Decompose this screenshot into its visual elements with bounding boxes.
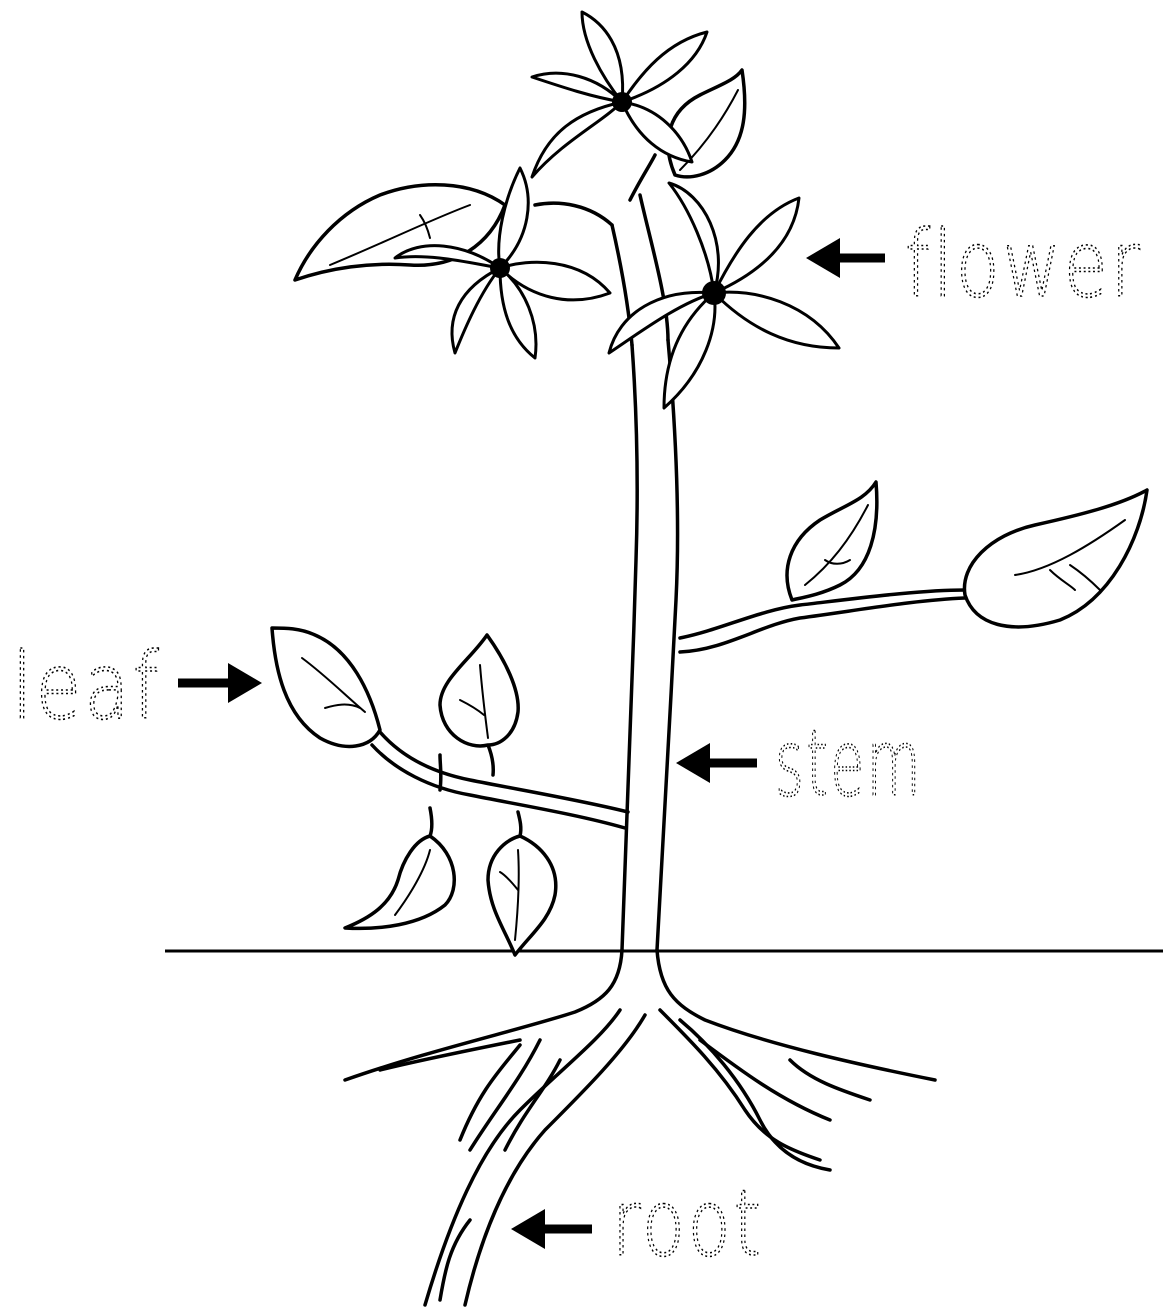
arrow-flower bbox=[806, 238, 885, 278]
label-root: root bbox=[612, 1170, 764, 1277]
arrow-leaf bbox=[178, 663, 262, 703]
label-stem: stem bbox=[775, 710, 923, 817]
upper-right-leaf bbox=[668, 70, 745, 177]
label-leaf: leaf bbox=[12, 633, 162, 740]
arrow-root bbox=[511, 1209, 592, 1249]
flower-top bbox=[532, 12, 707, 177]
right-branch bbox=[680, 482, 1147, 652]
arrow-stem bbox=[676, 743, 757, 783]
left-leaf-upper bbox=[440, 635, 518, 746]
right-leaf-large bbox=[964, 490, 1147, 627]
left-branch bbox=[272, 628, 628, 955]
main-stem bbox=[622, 340, 678, 950]
right-leaf-small bbox=[787, 482, 877, 600]
left-leaf-labeled bbox=[272, 628, 380, 746]
upper-left-leaf bbox=[295, 185, 505, 280]
left-leaf-lower-2 bbox=[488, 836, 556, 955]
left-leaf-lower-1 bbox=[345, 836, 454, 928]
label-flower: flower bbox=[905, 211, 1143, 318]
